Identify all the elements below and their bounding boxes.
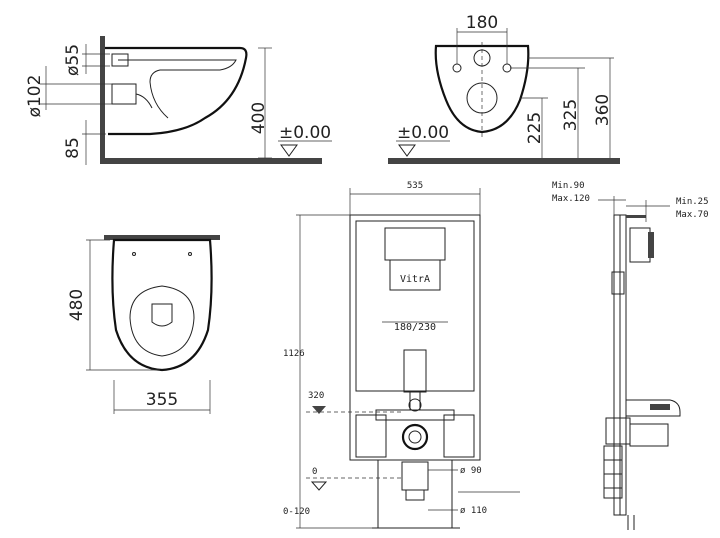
dim-225: 225 <box>525 112 545 144</box>
level-triangle-icon <box>312 406 326 414</box>
dim-pipe-90: ø 90 <box>460 466 482 476</box>
front-view-bowl-outline <box>434 44 530 134</box>
dim-360: 360 <box>593 94 613 126</box>
frame-outline <box>349 214 481 461</box>
side-view-floor <box>100 158 322 164</box>
dim-325: 325 <box>561 99 581 131</box>
frame-side-view: Min.90 Max.120 Min.25 Max.70 <box>552 181 709 530</box>
level-triangle-icon <box>280 144 298 157</box>
dim-pipe-110: ø 110 <box>460 506 487 516</box>
top-view: 480 355 <box>67 235 220 414</box>
side-view: 400 ø55 ø102 85 ±0.00 <box>25 36 332 165</box>
side-view-wall <box>100 36 105 163</box>
dim-depth-max: Max.120 <box>552 194 590 204</box>
dim-frame-width: 535 <box>407 181 423 191</box>
top-view-wall <box>104 235 220 240</box>
level-triangle-icon <box>398 144 416 157</box>
dim-outlet-height: 85 <box>63 137 83 159</box>
brand-logo: VitrA <box>400 274 430 285</box>
front-view: 180 225 325 360 ±0.00 <box>388 13 620 164</box>
level-triangle-icon <box>310 481 328 491</box>
outlet-pipe <box>401 423 429 451</box>
dim-fixing-spacing: 180 <box>466 13 498 33</box>
dim-wall-max: Max.70 <box>676 210 709 220</box>
dim-pipe-large: ø102 <box>25 75 45 118</box>
dim-total-height: 400 <box>249 102 269 134</box>
flush-plate <box>384 227 446 261</box>
side-view-level: ±0.00 <box>279 123 331 143</box>
side-view-bowl-outline <box>105 46 248 136</box>
dim-depth-min: Min.90 <box>552 181 585 191</box>
dim-wall-min: Min.25 <box>676 197 709 207</box>
dim-pipe-small: ø55 <box>63 44 83 76</box>
dim-rod-spacing: 180/230 <box>394 322 436 333</box>
front-view-floor <box>388 158 620 164</box>
frame-front-view: VitrA 180/230 535 1126 320 <box>283 181 520 529</box>
front-view-level: ±0.00 <box>397 123 449 143</box>
dim-frame-height: 1126 <box>283 349 305 359</box>
dim-inlet-height: 320 <box>308 391 324 401</box>
dim-width: 355 <box>146 390 178 410</box>
top-view-bowl-outline <box>111 238 213 372</box>
level-zero: 0 <box>312 467 317 477</box>
dim-length: 480 <box>67 289 87 321</box>
level-minus: 0-120 <box>283 507 310 517</box>
